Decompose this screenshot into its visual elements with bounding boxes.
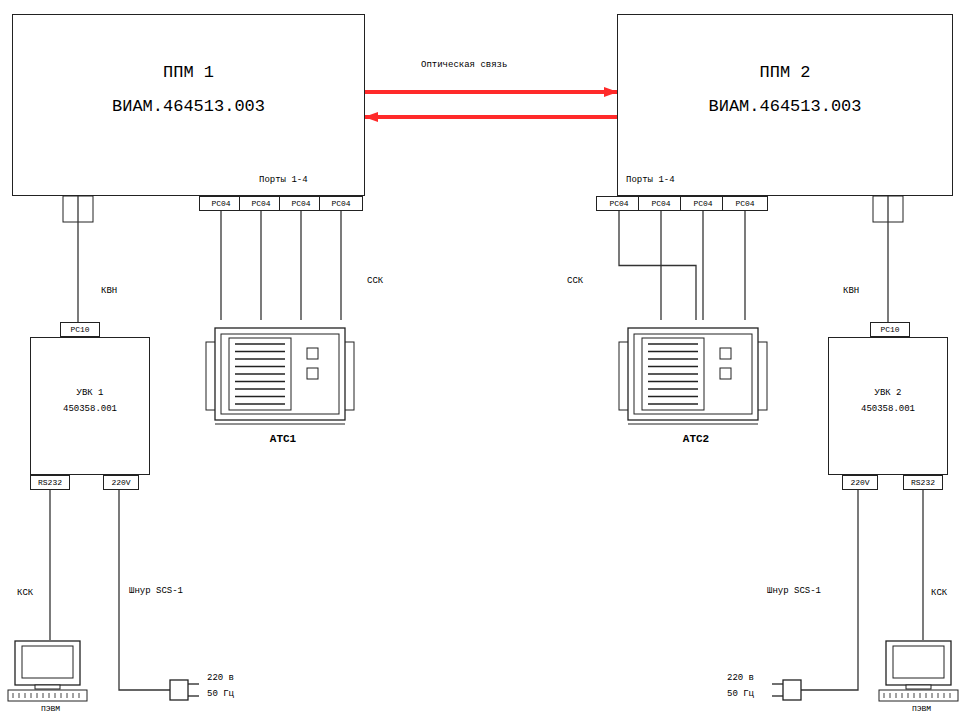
port-box: RS232 [903, 475, 943, 490]
computer-unit: ПЭВМ [876, 640, 967, 718]
port-box: РС04 [596, 196, 642, 211]
port-label: РС04 [320, 199, 362, 208]
port-label: РС10 [61, 325, 99, 334]
cable-label: КВН [100, 286, 118, 297]
unit-label: Порты 1-4 [626, 175, 675, 185]
port-box: 220V [103, 475, 139, 490]
port-label: 220V [104, 478, 138, 487]
unit-label: Порты 1-4 [259, 175, 308, 185]
cable-label: ССК [366, 276, 384, 287]
cable-line [619, 211, 696, 320]
cable-label: КСК [930, 588, 948, 599]
port-box: 220V [842, 475, 878, 490]
port-label: РС04 [597, 199, 641, 208]
port-label: РС04 [240, 199, 282, 208]
cable-line [220, 211, 221, 320]
unit-box: УВК 2 450358.001 [828, 337, 948, 475]
port-label: РС04 [681, 199, 725, 208]
optical-link [365, 115, 617, 119]
cable-label: КВН [842, 286, 860, 297]
cord-label: 50 Гц [206, 689, 235, 700]
unit-box: ППМ 2 ВИАМ.464513.003Порты 1-4 [617, 14, 953, 196]
port-box: РС04 [199, 196, 243, 211]
cable-line [300, 211, 301, 320]
exchange-rack-icon [205, 320, 355, 430]
power-plug [772, 680, 801, 700]
unit-label: АТС2 [618, 433, 774, 446]
cable-line [660, 211, 661, 320]
port-box: РС04 [319, 196, 363, 211]
optical-link [365, 90, 617, 94]
cord-label: 220 в [726, 673, 755, 684]
port-box: РС04 [638, 196, 684, 211]
computer-unit: ПЭВМ [5, 640, 96, 718]
cable-line [77, 196, 78, 322]
port-label: RS232 [31, 478, 69, 487]
computer-icon [5, 640, 90, 702]
cord-label: 220 в [206, 673, 235, 684]
cable-line [887, 196, 888, 322]
port-label: РС04 [280, 199, 322, 208]
unit-label: ВИАМ.464513.003 [13, 97, 364, 117]
unit-box: ППМ 1 ВИАМ.464513.003Порты 1-4 [12, 14, 365, 196]
cable-line [49, 490, 50, 640]
cable-line [922, 490, 923, 640]
cable-line [702, 211, 703, 320]
port-label: 220V [843, 478, 877, 487]
cable-label: ССК [566, 276, 584, 287]
cable-line [340, 211, 341, 320]
unit-label: ВИАМ.464513.003 [618, 97, 952, 117]
port-label: РС04 [200, 199, 242, 208]
cable-line [744, 211, 745, 320]
unit-label: ПЭВМ [5, 704, 96, 713]
cable-label: Оптическая связь [420, 60, 508, 71]
cable-label: КСК [16, 588, 34, 599]
cord-label: 50 Гц [726, 689, 755, 700]
power-plug [170, 680, 199, 700]
unit-label: 450358.001 [31, 404, 149, 414]
unit-label: ППМ 2 [618, 63, 952, 83]
exchange-unit: АТС1 [205, 320, 361, 450]
unit-label: АТС1 [205, 433, 361, 446]
unit-label: УВК 1 [31, 388, 149, 398]
port-box: РС04 [239, 196, 283, 211]
unit-label: 450358.001 [829, 404, 947, 414]
exchange-unit: АТС2 [618, 320, 774, 450]
unit-label: ППМ 1 [13, 63, 364, 83]
port-label: РС10 [871, 325, 909, 334]
unit-label: УВК 2 [829, 388, 947, 398]
port-box: РС04 [279, 196, 323, 211]
port-box: RS232 [30, 475, 70, 490]
port-box: РС10 [870, 322, 910, 337]
computer-icon [876, 640, 961, 702]
unit-label: ПЭВМ [876, 704, 967, 713]
cord-label: Шнур SCS-1 [766, 586, 822, 597]
port-box: РС04 [680, 196, 726, 211]
port-box: РС04 [722, 196, 768, 211]
port-label: RS232 [904, 478, 942, 487]
port-label: РС04 [639, 199, 683, 208]
unit-box: УВК 1 450358.001 [30, 337, 150, 475]
port-label: РС04 [723, 199, 767, 208]
port-box: РС10 [60, 322, 100, 337]
exchange-rack-icon [618, 320, 768, 430]
cable-line [260, 211, 261, 320]
cord-label: Шнур SCS-1 [128, 586, 184, 597]
